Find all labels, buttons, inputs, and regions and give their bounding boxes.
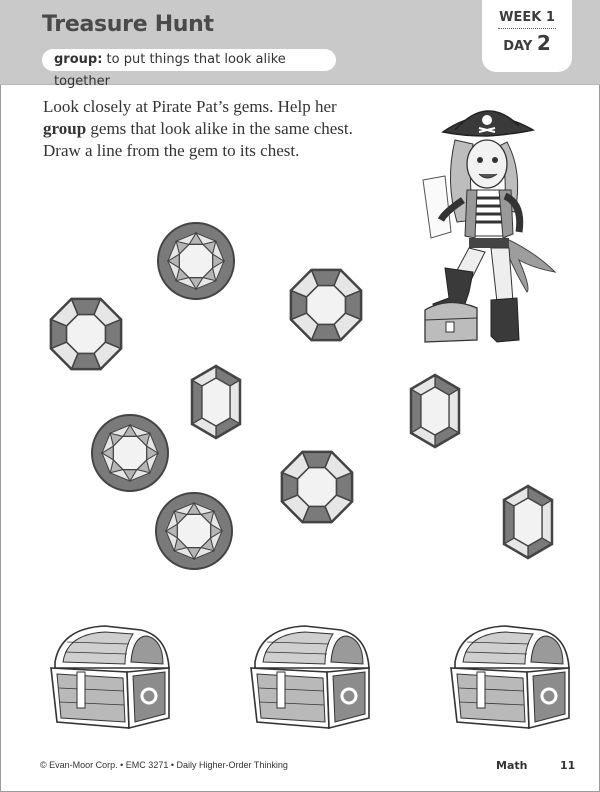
page-title: Treasure Hunt bbox=[42, 12, 214, 37]
pirate-pat-illustration bbox=[422, 110, 557, 343]
instructions: Look closely at Pirate Pat’s gems. Help … bbox=[43, 96, 373, 162]
week-day-tab: WEEK 1 DAY 2 bbox=[482, 0, 572, 72]
round-brilliant-gem[interactable] bbox=[156, 221, 236, 306]
footer-subject: Math bbox=[496, 759, 528, 772]
round-brilliant-gem[interactable] bbox=[154, 491, 234, 576]
octagon-gem[interactable] bbox=[286, 265, 366, 350]
round-brilliant-gem[interactable] bbox=[90, 413, 170, 498]
instructions-line-1: Look closely at Pirate Pat’s gems. Help … bbox=[43, 97, 337, 116]
day-label-group: DAY 2 bbox=[482, 31, 572, 55]
treasure-chest-3[interactable] bbox=[445, 622, 575, 737]
footer-page-number: 11 bbox=[560, 759, 576, 772]
footer-credit: © Evan-Moor Corp. • EMC 3271 • Daily Hig… bbox=[40, 760, 288, 770]
vocabulary-definition: group: to put things that look alike tog… bbox=[42, 49, 336, 89]
treasure-chest-1[interactable] bbox=[45, 622, 175, 737]
octagon-gem[interactable] bbox=[46, 294, 126, 379]
vocab-word: group: bbox=[54, 52, 103, 67]
day-number: 2 bbox=[536, 31, 551, 55]
instructions-line-2: gems that look alike in the same chest. bbox=[86, 119, 353, 138]
emerald-cut-gem[interactable] bbox=[188, 364, 244, 445]
day-label: DAY bbox=[503, 39, 533, 54]
dotted-divider bbox=[498, 28, 556, 29]
emerald-cut-gem[interactable] bbox=[407, 373, 463, 454]
vocab-definition-text: to put things that look alike together bbox=[54, 52, 286, 89]
emerald-cut-gem[interactable] bbox=[500, 484, 556, 565]
week-label: WEEK 1 bbox=[499, 10, 555, 25]
octagon-gem[interactable] bbox=[277, 447, 357, 532]
instructions-bold-word: group bbox=[43, 119, 87, 138]
instructions-line-3: Draw a line from the gem to its chest. bbox=[43, 141, 300, 160]
page-header: Treasure Hunt group: to put things that … bbox=[0, 0, 600, 89]
treasure-chest-2[interactable] bbox=[245, 622, 375, 737]
